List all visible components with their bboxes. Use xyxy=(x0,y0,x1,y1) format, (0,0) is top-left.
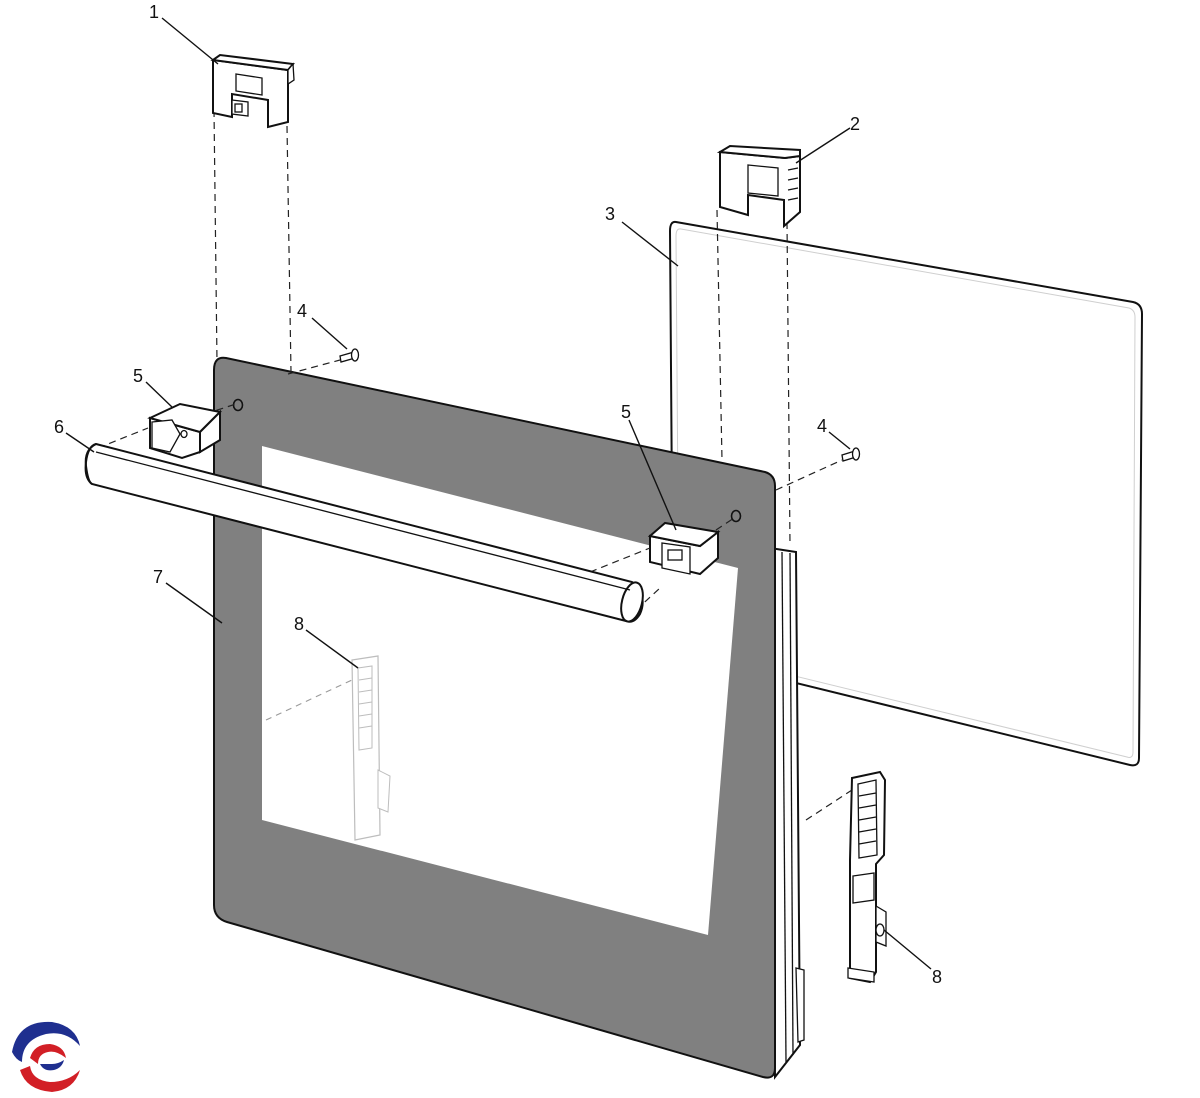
trim-clip-right xyxy=(716,144,801,229)
screw-hole-right xyxy=(730,509,742,523)
callout-8-left: 8 xyxy=(294,614,304,634)
outer-door-panel xyxy=(213,356,776,1079)
callout-2: 2 xyxy=(850,114,860,134)
callout-3: 3 xyxy=(605,204,615,224)
handle-bar xyxy=(84,427,661,623)
door-hinge-right xyxy=(805,770,887,984)
door-side-profile xyxy=(768,546,805,1080)
callout-4-left: 4 xyxy=(297,301,307,321)
screw-hole-left xyxy=(232,398,244,412)
callout-5-right: 5 xyxy=(621,402,631,422)
callout-1: 1 xyxy=(149,2,159,22)
callout-8-right: 8 xyxy=(932,967,942,987)
trim-clip-left xyxy=(210,53,295,129)
callout-7: 7 xyxy=(153,567,163,587)
callout-6: 6 xyxy=(54,417,64,437)
handle-bracket-left xyxy=(147,402,237,460)
callout-4-right: 4 xyxy=(817,416,827,436)
callout-5-left: 5 xyxy=(133,366,143,386)
brand-swirl-logo xyxy=(6,1021,80,1094)
screw-right xyxy=(775,447,861,491)
screw-top-left xyxy=(287,348,360,375)
hinge-ghost-left xyxy=(351,655,391,841)
handle-bracket-right xyxy=(647,517,735,576)
